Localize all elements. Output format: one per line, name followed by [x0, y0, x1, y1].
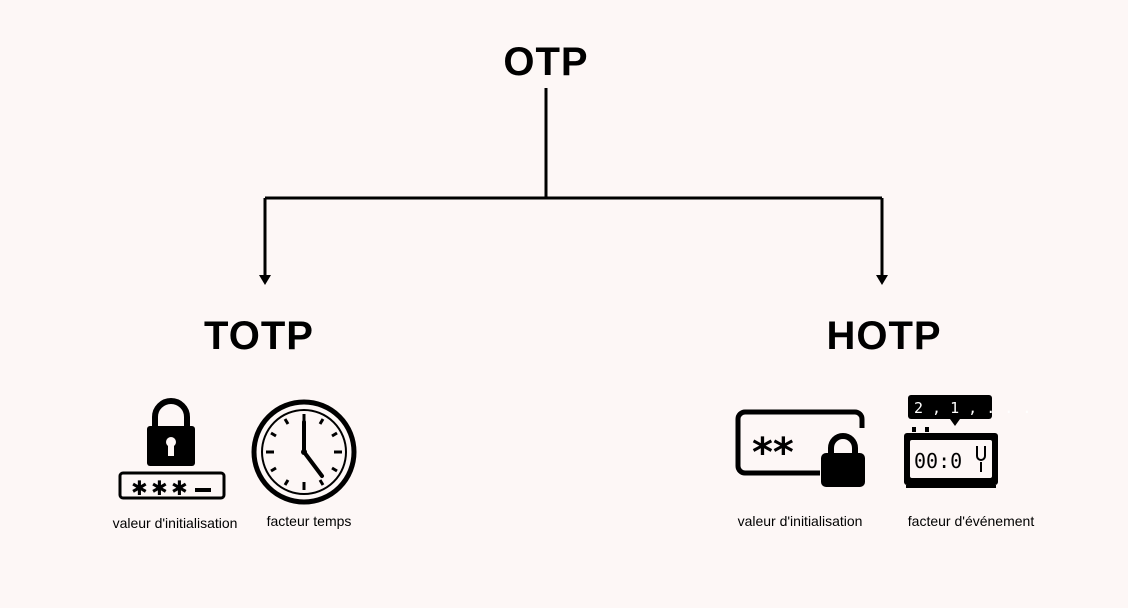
connector-lines: [263, 88, 884, 276]
svg-text:✱: ✱: [131, 476, 148, 500]
hotp-event-caption: facteur d'événement: [907, 513, 1035, 529]
totp-title: TOTP: [204, 314, 314, 358]
counter-bubble-text: 2 , 1 , . . .: [914, 399, 1031, 417]
right-arrow-head: [876, 275, 888, 285]
svg-text:✱: ✱: [151, 476, 168, 500]
totp-seed-caption: valeur d'initialisation: [112, 515, 238, 531]
totp-time-caption: facteur temps: [266, 513, 352, 529]
password-mask-text: **: [752, 430, 794, 476]
svg-text:✱: ✱: [171, 476, 188, 500]
hotp-seed-caption: valeur d'initialisation: [737, 513, 863, 529]
left-arrow-head: [259, 275, 271, 285]
counter-display-text: 00:0: [914, 449, 962, 473]
hotp-title: HOTP: [826, 314, 942, 358]
root-title: OTP: [503, 40, 589, 84]
